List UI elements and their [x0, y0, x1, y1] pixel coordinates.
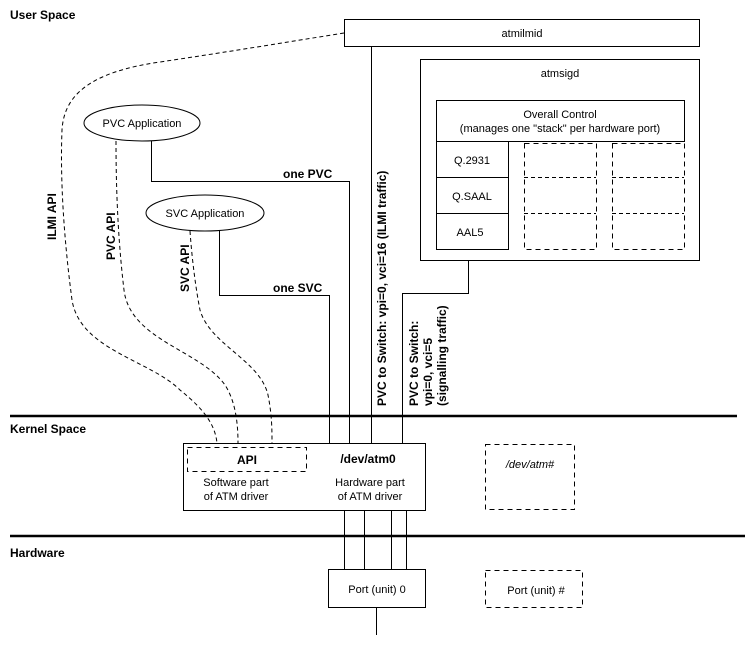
software-part-line2: of ATM driver: [204, 491, 269, 503]
other-device-box: [485, 444, 575, 510]
one-pvc-label: one PVC: [283, 167, 333, 181]
port-n-box: [485, 570, 583, 608]
svc-application-ellipse: [145, 194, 265, 232]
software-part-line1: Software part: [203, 477, 268, 489]
overall-control-subtitle: (manages one "stack" per hardware port): [460, 123, 660, 135]
signalling-label-line3: (signalling traffic): [435, 305, 449, 406]
hardware-part-line2: of ATM driver: [338, 491, 403, 503]
pvc-api-curve: [115, 140, 239, 444]
atmsigd-label: atmsigd: [541, 68, 580, 80]
port-0-label: Port (unit) 0: [348, 584, 405, 596]
overall-control-box: [436, 100, 685, 142]
ilmi-api-curve: [61, 32, 345, 444]
section-label-user-space: User Space: [10, 8, 76, 22]
port-n-label: Port (unit) #: [507, 585, 565, 597]
svc-api-curve: [189, 230, 273, 444]
driver-to-port-lines: [344, 510, 407, 569]
stack-layer-aal5: [436, 213, 509, 250]
pvc-application-label: PVC Application: [103, 118, 182, 130]
overall-control-title: Overall Control: [523, 109, 596, 121]
placeholder-stack-1: [524, 143, 597, 250]
hardware-part-line1: Hardware part: [335, 477, 405, 489]
section-label-hardware: Hardware: [10, 546, 65, 560]
stack-layer-qsaal: [436, 177, 509, 214]
svc-api-label: SVC API: [178, 244, 192, 292]
stack-layer-aal5-label: AAL5: [457, 227, 484, 239]
dev-atm0-label: /dev/atm0: [340, 452, 396, 466]
signalling-label-line1: PVC to Switch:: [407, 321, 421, 406]
atmilmid-label: atmilmid: [502, 28, 543, 40]
stack-layer-qsaal-label: Q.SAAL: [452, 191, 492, 203]
other-device-label: /dev/atm#: [505, 459, 555, 471]
one-svc-label: one SVC: [273, 281, 323, 295]
section-label-kernel-space: Kernel Space: [10, 422, 86, 436]
port-0-box: [328, 569, 426, 608]
api-label: API: [237, 453, 257, 467]
ilmi-traffic-label: PVC to Switch: vpi=0, vci=16 (ILMI traff…: [375, 171, 389, 406]
signalling-traffic-connection: [402, 260, 469, 443]
stack-layer-q2931-label: Q.2931: [454, 155, 490, 167]
one-pvc-connection: [151, 141, 350, 443]
ilmi-api-label: ILMI API: [45, 193, 59, 240]
pvc-application-ellipse: [83, 104, 201, 142]
one-svc-connection: [219, 231, 330, 443]
api-box: [187, 447, 307, 472]
atmilmid-box: [344, 19, 700, 47]
pvc-api-label: PVC API: [104, 212, 118, 260]
placeholder-stack-2: [612, 143, 685, 250]
svc-application-label: SVC Application: [166, 208, 245, 220]
stack-layer-q2931: [436, 141, 509, 178]
signalling-label-line2: vpi=0, vci=5: [421, 338, 435, 406]
